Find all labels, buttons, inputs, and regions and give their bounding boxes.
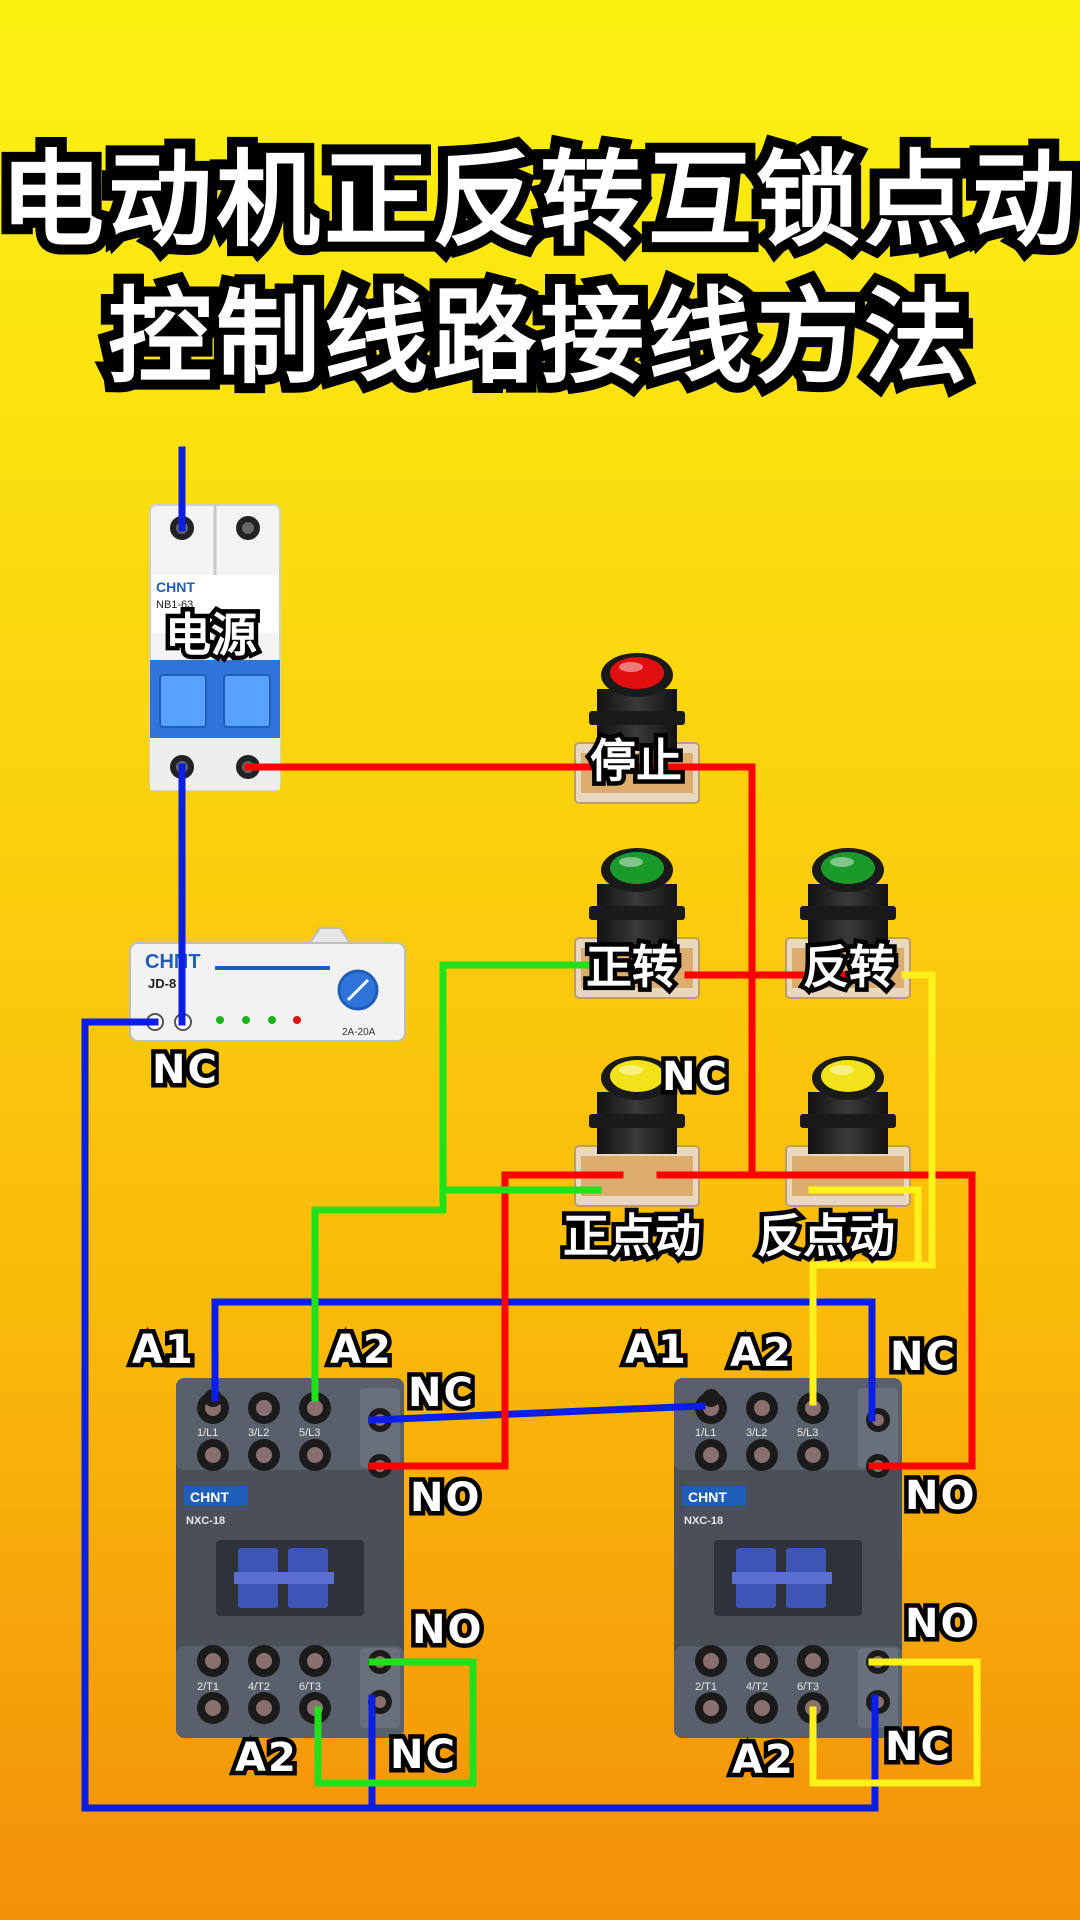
relay-brand: CHNT xyxy=(145,951,201,973)
right-no-top-label: NO xyxy=(900,1472,979,1521)
reverse-button[interactable] xyxy=(785,848,911,999)
breaker-model: NB1-63 xyxy=(156,599,193,611)
circuit-breaker: CHNT NB1-63 xyxy=(149,504,281,791)
right-nc-bottom-label: NC xyxy=(881,1723,955,1772)
green-wire-forward xyxy=(439,961,602,1194)
contactor-left-bottom-terminal: 4/T2 xyxy=(248,1681,270,1693)
relay-nc-label: NC xyxy=(148,1046,222,1095)
blue-wire-interlock-cross xyxy=(368,1402,706,1424)
left-no-bottom-label: NO xyxy=(407,1606,486,1655)
stop-button[interactable] xyxy=(574,653,700,804)
left-no-top-label: NO xyxy=(405,1474,484,1523)
left-bottom-a2-label: A2 xyxy=(231,1734,301,1783)
forward-button-cap xyxy=(610,852,664,884)
jog-nc-label: NC xyxy=(658,1053,732,1102)
right-nc-top-label: NC xyxy=(886,1333,960,1382)
right-a1-label: A1 xyxy=(621,1326,691,1375)
red-wire-jog-bus xyxy=(656,1171,976,1470)
yellow-wire-right-aux xyxy=(809,1658,981,1787)
left-a1-label: A1 xyxy=(128,1326,198,1375)
contactor-right-brand: CHNT xyxy=(688,1489,727,1505)
reverse-label: 反转 xyxy=(799,940,900,995)
breaker-brand: CHNT xyxy=(156,579,195,595)
forward-jog-button-cap xyxy=(610,1060,664,1092)
right-a2-label: A2 xyxy=(726,1329,796,1378)
contactor-left: 1/L1 2/T1 3/L2 4/T2 5/L3 6/T3 CHNT NXC-18 xyxy=(176,1378,404,1738)
red-wire-breaker-stop xyxy=(244,763,756,1179)
forward-jog-label: 正点动 xyxy=(559,1209,706,1264)
contactor-left-brand: CHNT xyxy=(190,1489,229,1505)
page-title-line-1: 电动机正反转互锁点动 xyxy=(0,138,1080,262)
contactor-right: 1/L1 2/T1 3/L2 4/T2 5/L3 6/T3 CHNT NXC-18 xyxy=(674,1378,902,1738)
relay-range: 2A-20A xyxy=(342,1027,376,1038)
green-wire-left-aux xyxy=(314,1658,477,1787)
blue-wire-relay-nc-return xyxy=(81,1018,879,1812)
contactor-right-model: NXC-18 xyxy=(684,1515,723,1527)
reverse-jog-label: 反点动 xyxy=(753,1209,900,1264)
green-wire-forward-jog xyxy=(311,1186,447,1402)
protection-relay: CHNT JD-8 2A-20A xyxy=(129,927,406,1042)
left-nc-bottom-label: NC xyxy=(386,1731,460,1780)
reverse-jog-button-cap xyxy=(821,1060,875,1092)
stop-label: 停止 xyxy=(586,734,687,789)
power-label: 电源 xyxy=(161,608,262,663)
reverse-jog-button[interactable] xyxy=(785,1056,911,1207)
stop-button-cap xyxy=(610,657,664,689)
contactor-left-bottom-terminal: 6/T3 xyxy=(299,1681,321,1693)
red-wire-left-no xyxy=(368,1171,624,1470)
contactor-left-bottom-terminal: 2/T1 xyxy=(197,1681,219,1693)
blue-wire-a1-bridge xyxy=(211,1298,876,1422)
contactor-left-model: NXC-18 xyxy=(186,1515,225,1527)
contactor-right-bottom-terminal: 4/T2 xyxy=(746,1681,768,1693)
left-a2-label: A2 xyxy=(326,1326,396,1375)
right-no-bottom-label: NO xyxy=(900,1600,979,1649)
wires xyxy=(81,446,981,1812)
page-title-line-2: 控制线路接线方法 xyxy=(98,275,978,399)
left-nc-top-label: NC xyxy=(404,1369,478,1418)
right-bottom-a2-label: A2 xyxy=(728,1736,798,1785)
reverse-button-cap xyxy=(821,852,875,884)
forward-label: 正转 xyxy=(582,940,683,995)
contactor-left-top-terminal: 3/L2 xyxy=(248,1427,269,1439)
contactor-left-top-terminal: 1/L1 xyxy=(197,1427,218,1439)
contactor-right-bottom-terminal: 6/T3 xyxy=(797,1681,819,1693)
relay-model: JD-8 xyxy=(148,976,176,991)
contactor-right-bottom-terminal: 2/T1 xyxy=(695,1681,717,1693)
contactor-right-top-terminal: 3/L2 xyxy=(746,1427,767,1439)
yellow-wire-reverse xyxy=(809,971,936,1406)
contactor-left-top-terminal: 5/L3 xyxy=(299,1427,320,1439)
contactor-right-top-terminal: 5/L3 xyxy=(797,1427,818,1439)
yellow-wire-reverse-jog xyxy=(808,1186,922,1269)
contactor-right-top-terminal: 1/L1 xyxy=(695,1427,716,1439)
